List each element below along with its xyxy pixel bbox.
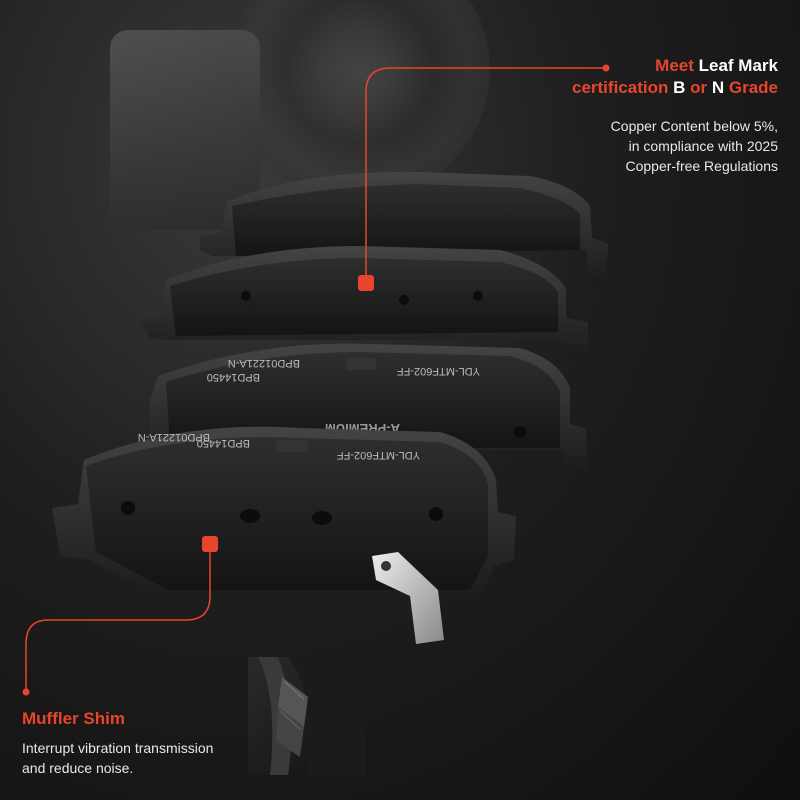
title-grade-n: N (711, 78, 725, 97)
title-grade-b: B (673, 78, 686, 97)
muffler-shim-description: Interrupt vibration transmission and red… (22, 738, 252, 778)
description-line: Interrupt vibration transmission (22, 740, 214, 756)
leaf-mark-callout-title: Meet Leaf Mark certification B or N Grad… (572, 55, 778, 99)
pad-code-b-front: BPD01221A-N (138, 431, 210, 443)
pad-code-c: YDL-MTF602-FF (397, 365, 480, 377)
brake-caliper-background (110, 30, 260, 230)
pad-code-a: BPD14450 (207, 371, 260, 383)
title-accent-meet: Meet (655, 56, 694, 75)
muffler-shim-title: Muffler Shim (22, 709, 125, 728)
pad-code-b: BPD01221A-N (228, 357, 300, 369)
shim-closeup-inset (248, 657, 366, 775)
pad-code-c-front: YDL-MTF602-FF (337, 449, 420, 461)
title-accent-grade: Grade (728, 78, 778, 97)
callout-marker-top (358, 275, 374, 291)
title-accent-certification: certification (572, 78, 669, 97)
wear-indicator-clip (372, 552, 444, 644)
brake-pad-4: BPD14450 BPD01221A-N YDL-MTF602-FF (52, 426, 516, 600)
title-accent-or: or (690, 78, 708, 97)
description-line: Copper-free Regulations (625, 158, 778, 174)
description-line: Copper Content below 5%, (610, 118, 778, 134)
brake-disc-background (230, 0, 490, 200)
description-line: and reduce noise. (22, 760, 134, 776)
description-line: in compliance with 2025 (628, 138, 778, 154)
brake-pad-2 (140, 246, 588, 360)
pad-code-a-front: BPD14450 (197, 437, 250, 449)
copper-content-description: Copper Content below 5%, in compliance w… (518, 116, 778, 176)
brake-pad-1 (200, 171, 608, 286)
title-leaf-mark: Leaf Mark (698, 56, 778, 75)
callout-marker-bottom (202, 536, 218, 552)
